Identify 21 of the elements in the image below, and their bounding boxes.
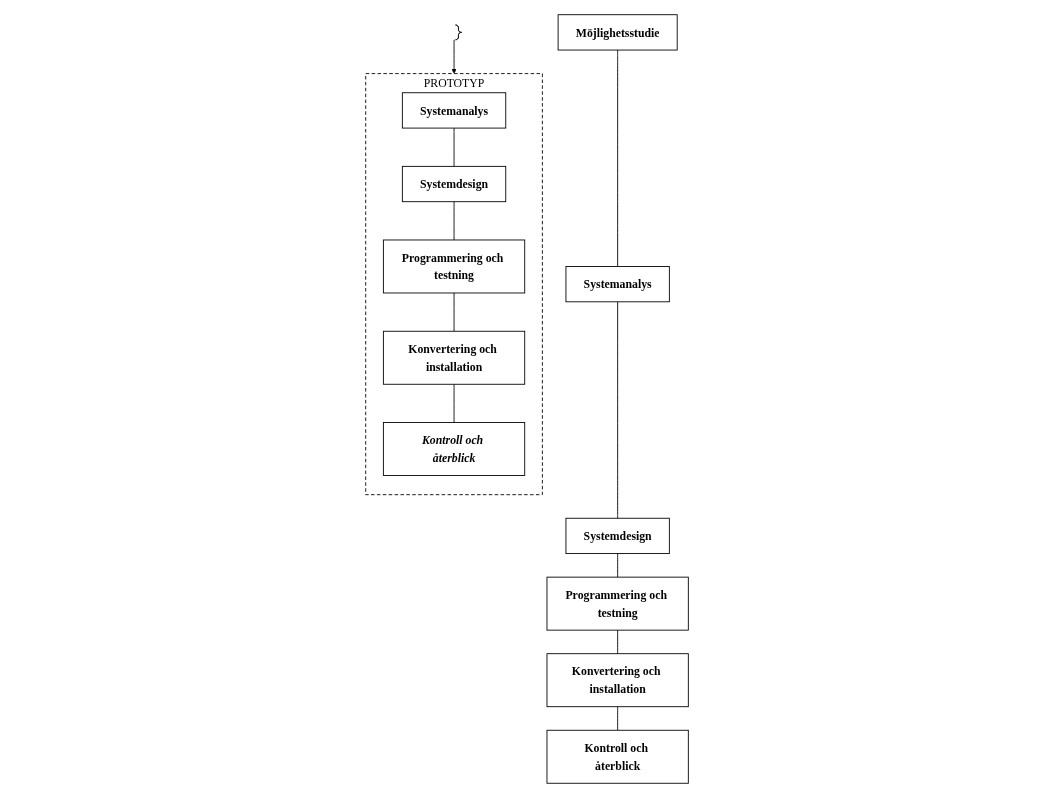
node-box: Möjlighetsstudie (558, 14, 679, 51)
node-box: Systemdesign (566, 517, 671, 555)
node-box: Systemdesign (402, 165, 507, 203)
node-brace (455, 24, 463, 41)
node-box: Konvertering och installation (383, 330, 526, 385)
node-box: Programmering och testning (547, 576, 690, 631)
connector (617, 629, 619, 655)
connector (617, 49, 619, 267)
connector (617, 553, 619, 578)
connector (617, 706, 619, 731)
node-box: Programmering och testning (383, 239, 526, 294)
node-box: Systemanalys (566, 266, 671, 303)
node-box: Kontroll och återblick (383, 422, 526, 476)
node-box: Systemanalys (402, 92, 507, 129)
connector (454, 383, 455, 423)
connector (454, 201, 455, 241)
node-box: Konvertering och installation (547, 653, 690, 708)
connector (454, 127, 455, 167)
connector (617, 301, 619, 519)
connector (454, 292, 455, 332)
node-box: Kontroll och återblick (547, 729, 690, 784)
